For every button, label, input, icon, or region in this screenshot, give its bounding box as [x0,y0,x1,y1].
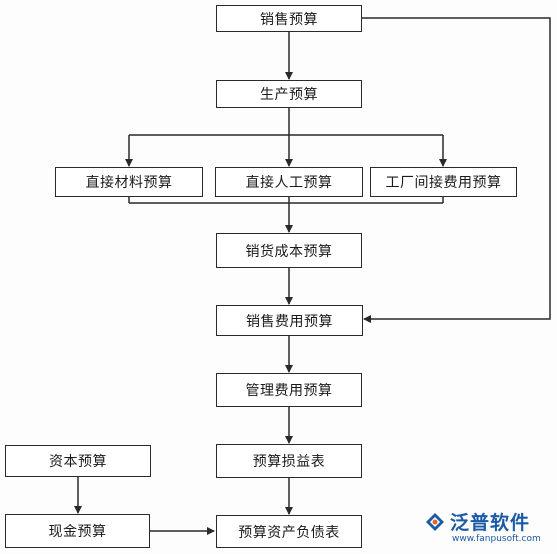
node-capital-budget: 资本预算 [5,445,151,477]
node-direct-labor-budget: 直接人工预算 [215,167,363,197]
node-budget-balance-sheet: 预算资产负债表 [216,515,362,548]
arrow-sales-to-selling-expense [362,17,551,323]
watermark-name: 泛普软件 [450,512,531,534]
node-cash-budget: 现金预算 [5,514,150,548]
watermark-logo: 泛普软件 www.fanpusoft.com [424,508,554,552]
node-admin-expense-budget: 管理费用预算 [216,373,362,407]
node-direct-material-budget: 直接材料预算 [55,167,203,197]
node-factory-overhead-budget: 工厂间接费用预算 [370,167,517,197]
node-production-budget: 生产预算 [216,80,362,108]
node-cogs-budget: 销货成本预算 [216,233,362,268]
node-sales-budget: 销售预算 [216,5,362,32]
node-selling-expense-budget: 销售费用预算 [216,305,363,336]
fanpu-logo-icon [426,512,444,531]
watermark-url: www.fanpusoft.com [452,534,541,544]
node-budget-income-statement: 预算损益表 [216,444,362,478]
